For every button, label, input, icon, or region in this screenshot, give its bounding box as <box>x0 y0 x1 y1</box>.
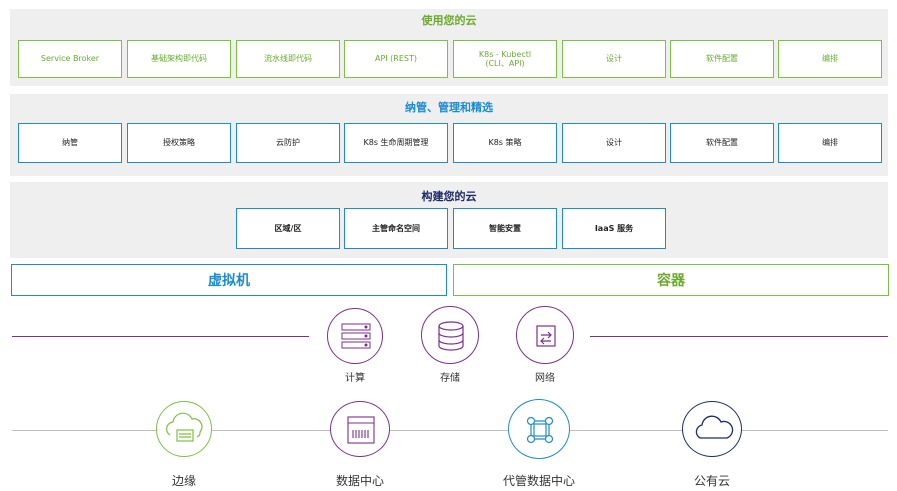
compute-icon <box>327 308 383 364</box>
use-cloud-item: Service Broker <box>18 40 122 78</box>
location-line <box>212 430 330 431</box>
location-line <box>570 430 682 431</box>
use-cloud-item: 设计 <box>562 40 666 78</box>
public-cloud-label: 公有云 <box>693 474 730 488</box>
use-cloud-band: 使用您的云 Service Broker 基础架构即代码 流水线即代码 API … <box>10 9 888 86</box>
build-item: 主管命名空间 <box>344 208 448 249</box>
location-line <box>390 430 508 431</box>
network-icon <box>516 306 574 364</box>
manage-item: 云防护 <box>236 123 340 163</box>
use-cloud-item: 流水线即代码 <box>236 40 340 78</box>
build-item: IaaS 服务 <box>562 208 666 249</box>
manage-item: K8s 策略 <box>453 123 557 163</box>
use-cloud-title: 使用您的云 <box>421 14 477 27</box>
location-line <box>12 430 156 431</box>
edge-cloud-icon <box>156 401 212 457</box>
public-cloud-icon <box>682 401 742 457</box>
manage-item: 编排 <box>778 123 882 163</box>
hosted-datacenter-icon <box>508 399 570 459</box>
manage-band: 纳管、管理和精选 纳管 授权策略 云防护 K8s 生命周期管理 K8s 策略 设… <box>10 94 888 176</box>
storage-label: 存储 <box>440 373 460 384</box>
compute-label: 计算 <box>345 373 365 384</box>
storage-icon <box>421 306 479 364</box>
resource-line-right <box>590 336 888 337</box>
hosted-datacenter-label: 代管数据中心 <box>502 474 575 488</box>
datacenter-icon <box>330 401 390 457</box>
use-cloud-item: 软件配置 <box>670 40 774 78</box>
build-item: 智能安置 <box>453 208 557 249</box>
use-cloud-item: 编排 <box>778 40 882 78</box>
datacenter-label: 数据中心 <box>335 474 384 488</box>
use-cloud-item: API (REST) <box>344 40 448 78</box>
use-cloud-item: K8s - Kubectl (CLI、API) <box>453 40 557 78</box>
container-box: 容器 <box>453 264 889 296</box>
build-item: 区域/区 <box>236 208 340 249</box>
build-band: 构建您的云 区域/区 主管命名空间 智能安置 IaaS 服务 <box>10 182 888 258</box>
use-cloud-item: 基础架构即代码 <box>127 40 231 78</box>
manage-item: K8s 生命周期管理 <box>344 123 448 163</box>
manage-item: 设计 <box>562 123 666 163</box>
resource-line-left <box>12 336 309 337</box>
edge-label: 边缘 <box>171 474 196 488</box>
network-label: 网络 <box>535 373 555 384</box>
manage-title: 纳管、管理和精选 <box>405 101 493 114</box>
manage-item: 纳管 <box>18 123 122 163</box>
build-title: 构建您的云 <box>421 190 477 203</box>
manage-item: 软件配置 <box>670 123 774 163</box>
manage-item: 授权策略 <box>127 123 231 163</box>
location-line <box>742 430 888 431</box>
vm-box: 虚拟机 <box>11 264 447 296</box>
